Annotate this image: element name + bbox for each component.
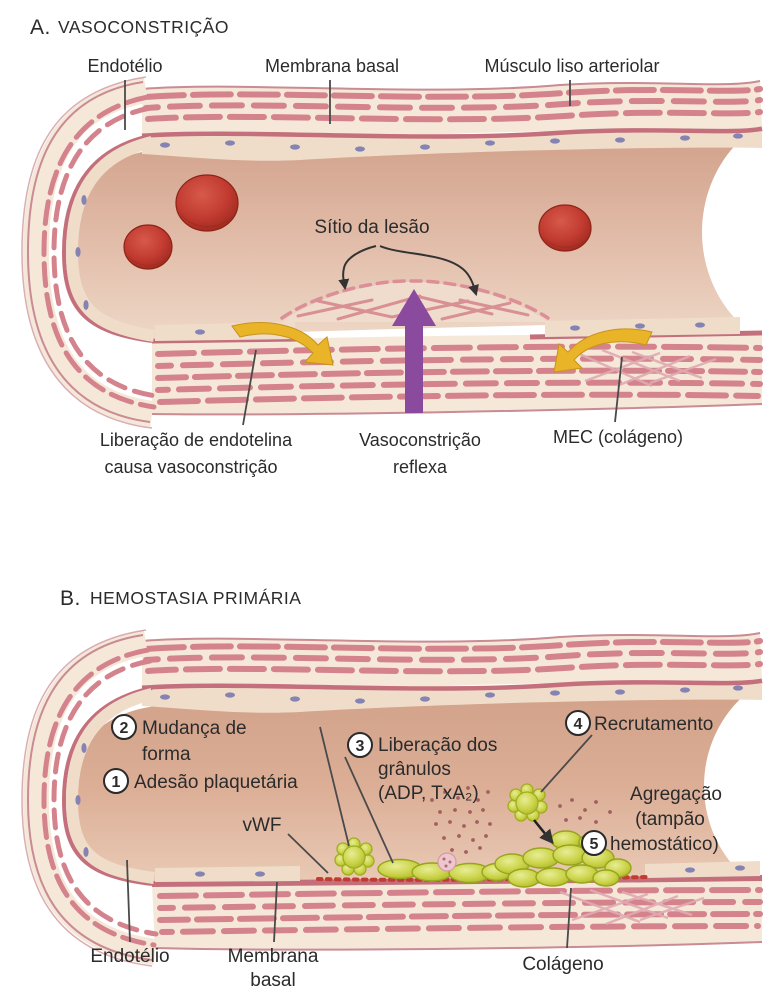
step-5-number: 5 <box>590 836 599 853</box>
label-step-4-line1: Recrutamento <box>594 714 713 735</box>
label-collagen: Colágeno <box>522 954 603 975</box>
leader-lines-b <box>126 726 593 949</box>
red-blood-cells <box>123 174 592 270</box>
granule-dots <box>430 786 612 854</box>
step-badge-2: 2 <box>111 714 137 740</box>
vessel-cap-left-a <box>21 76 159 429</box>
label-mec: MEC (colágeno) <box>553 427 683 447</box>
panel-b-title-letter: B. <box>60 587 81 610</box>
label-step-3-line2: grânulos <box>378 759 451 780</box>
label-vwf: vWF <box>242 815 281 836</box>
platelet-recruited <box>507 783 548 822</box>
label-step-3-line3: (ADP, TxA₂) <box>378 783 479 804</box>
rbc-3 <box>538 204 592 252</box>
collagen-region <box>559 888 705 926</box>
step-badge-5: 5 <box>581 830 607 856</box>
label-endothelin-line2: causa vasoconstrição <box>104 457 277 477</box>
label-endothelium-a: Endotélio <box>87 56 162 76</box>
platelet-shape-change <box>334 837 375 876</box>
step-2-number: 2 <box>120 720 129 737</box>
vessel-cap-left-b <box>21 629 159 967</box>
step-badge-4: 4 <box>565 710 591 736</box>
step-4-number: 4 <box>574 716 583 733</box>
label-basal-membrane-b-line2: basal <box>250 970 295 991</box>
step-badge-1: 1 <box>103 768 129 794</box>
panel-a-title: VASOCONSTRIÇÃO <box>58 16 229 37</box>
label-endothelin-line1: Liberação de endotelina <box>100 430 293 450</box>
label-step-2-line2: forma <box>142 744 191 765</box>
endothelin-arrow-right <box>553 328 653 373</box>
label-step-5-line1: Agregação <box>630 784 722 805</box>
label-smooth-muscle-a: Músculo liso arteriolar <box>484 56 659 76</box>
vessel-wall-top-b <box>141 632 763 713</box>
panel-a: A. VASOCONSTRIÇÃO <box>21 16 782 477</box>
panel-a-title-letter: A. <box>30 16 51 39</box>
label-injury-site: Sítio da lesão <box>314 217 429 238</box>
label-step-2-line1: Mudança de <box>142 718 247 739</box>
mec-collagen-region <box>574 348 717 388</box>
step-3-number: 3 <box>356 738 365 755</box>
leader-lines-a <box>124 80 623 426</box>
rbc-2 <box>123 224 173 270</box>
step-badge-3: 3 <box>347 732 373 758</box>
label-step-5-line3: hemostático) <box>610 834 719 855</box>
label-step-3-line1: Liberação dos <box>378 735 497 756</box>
lumen-a <box>66 145 752 338</box>
label-basal-membrane-b-line1: Membrana <box>228 946 319 967</box>
panel-b: B. HEMOSTASIA PRIMÁRIA <box>21 587 782 991</box>
rbc-1 <box>175 174 239 232</box>
step-1-number: 1 <box>112 774 121 791</box>
recruitment-arrow <box>532 819 554 845</box>
label-step-1-line1: Adesão plaquetária <box>134 772 298 793</box>
label-basal-membrane-a: Membrana basal <box>265 56 399 76</box>
lumen-b <box>72 694 752 882</box>
vessel-cut-right-b <box>704 673 782 899</box>
label-reflex-line1: Vasoconstrição <box>359 430 481 450</box>
vessel-cut-right-a <box>702 115 782 349</box>
panel-b-title: HEMOSTASIA PRIMÁRIA <box>90 588 301 608</box>
reflex-vasoconstriction-arrow <box>392 289 436 413</box>
label-endothelium-b: Endotélio <box>90 946 169 967</box>
label-reflex-line2: reflexa <box>393 457 448 477</box>
label-step-5-line2: (tampão <box>635 809 705 830</box>
platelet-degranulating <box>437 852 457 872</box>
step-markers: 2 1 3 4 5 <box>103 710 607 856</box>
vessel-wall-top-a <box>141 80 763 161</box>
endothelin-arrow-left <box>231 322 334 366</box>
injury-site-pointer-arrows <box>338 245 479 297</box>
